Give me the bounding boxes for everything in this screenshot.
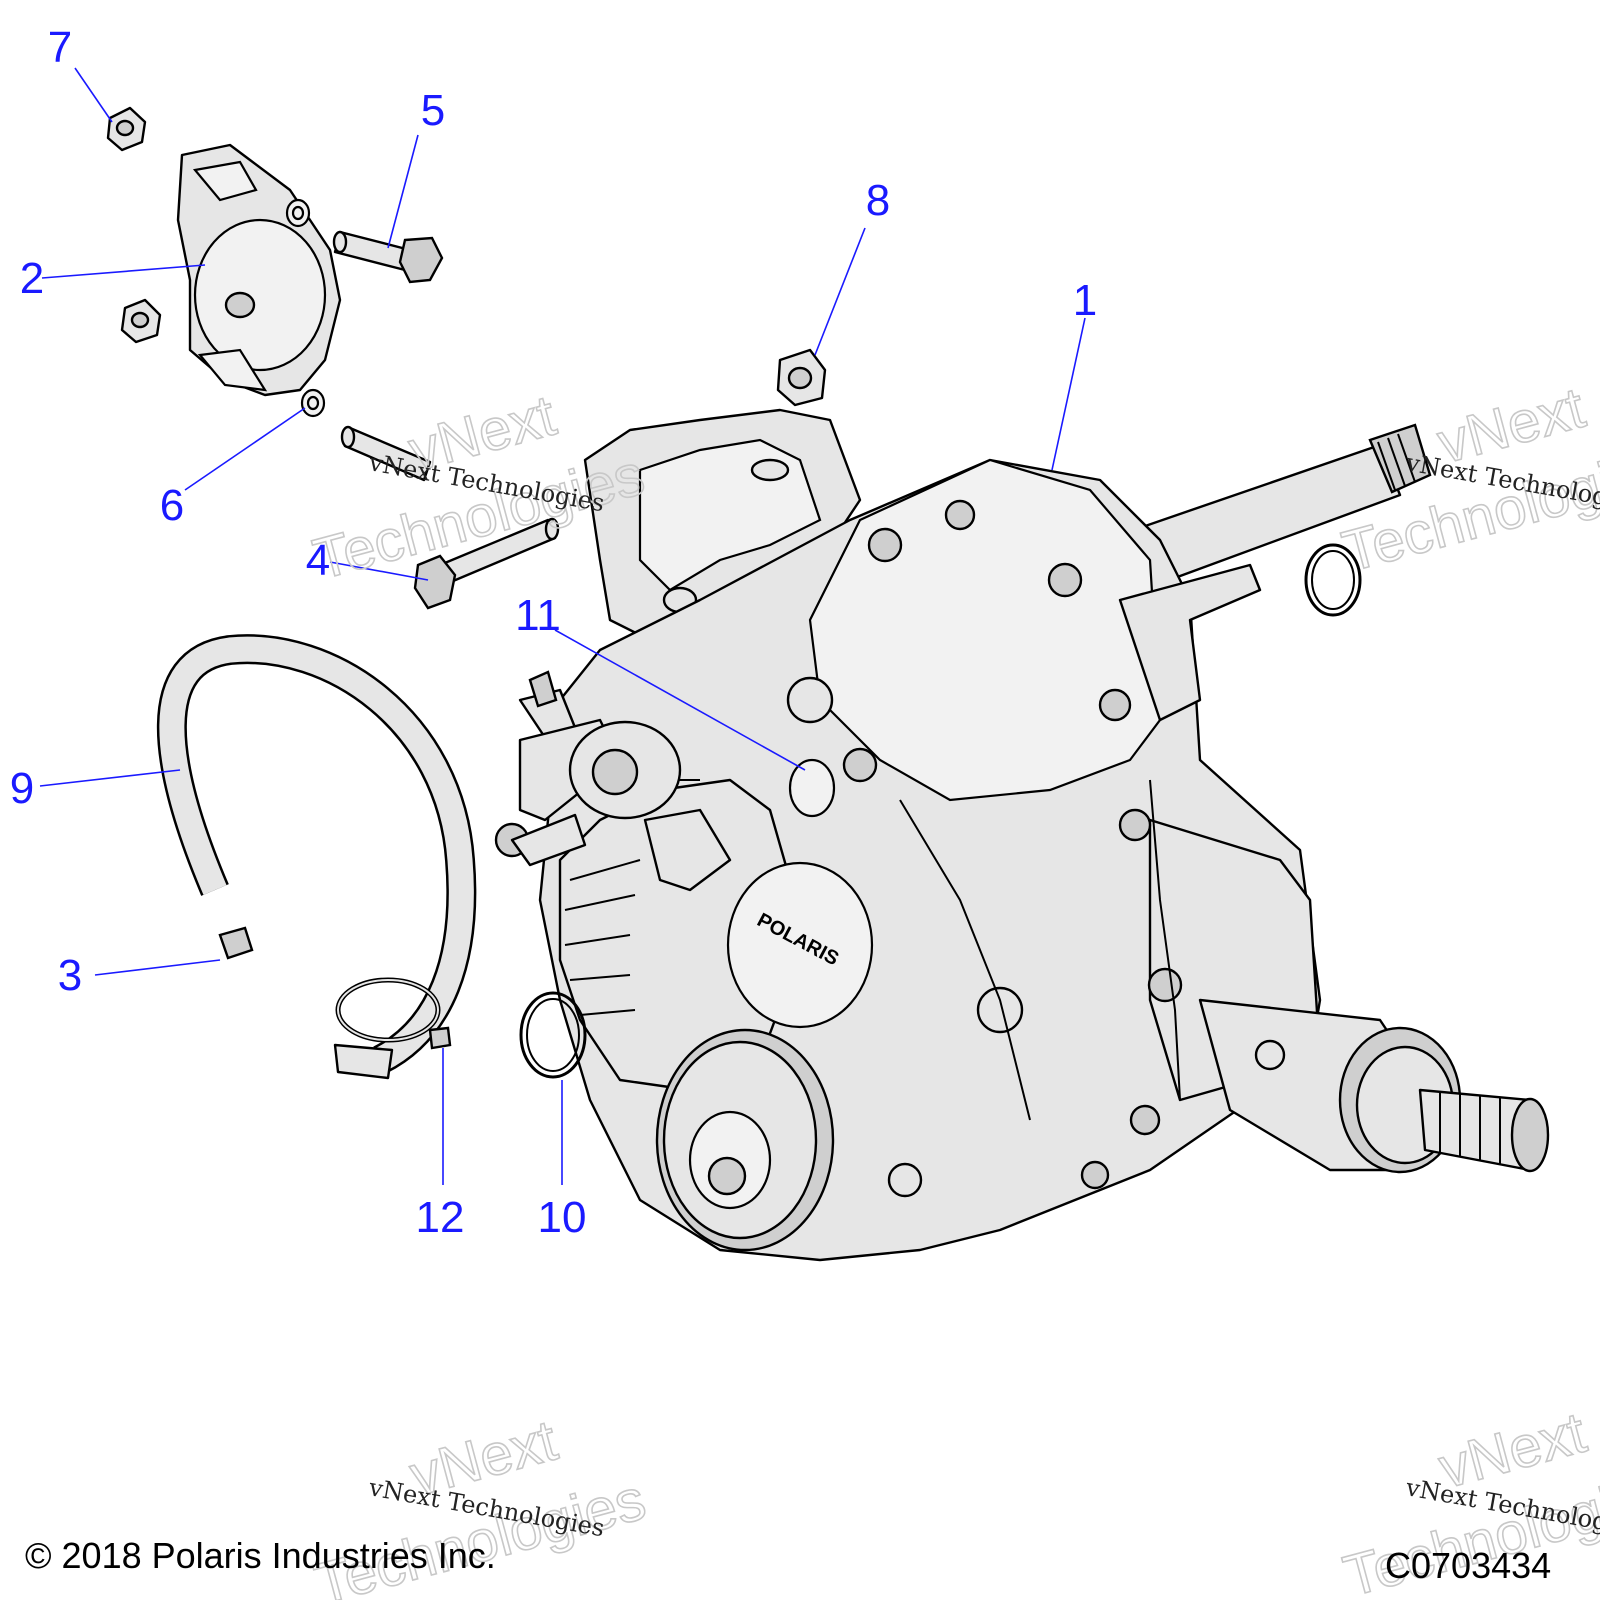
callout-4[interactable]: 4 [306, 536, 330, 585]
hose-clip-3 [218, 926, 254, 960]
callouts: 1 2 3 4 5 6 7 8 9 10 11 12 [10, 23, 1097, 1242]
callout-9[interactable]: 9 [10, 764, 34, 813]
copyright-text: © 2018 Polaris Industries Inc. [25, 1535, 496, 1576]
o-ring-10 [519, 991, 587, 1079]
o-ring-rear [1304, 543, 1362, 617]
callout-6[interactable]: 6 [160, 481, 184, 530]
housing-bolts [786, 499, 1286, 1198]
callout-3[interactable]: 3 [58, 951, 82, 1000]
speed-sensor-cover [176, 143, 342, 397]
callout-8[interactable]: 8 [866, 176, 890, 225]
bolt-4 [340, 425, 560, 610]
callout-2[interactable]: 2 [20, 254, 44, 303]
callout-10[interactable]: 10 [538, 1193, 587, 1242]
callout-12[interactable]: 12 [416, 1193, 465, 1242]
diagram-code: C0703434 [1385, 1545, 1551, 1586]
hose-clamp-12 [335, 977, 452, 1050]
callout-5[interactable]: 5 [421, 86, 445, 135]
leader-lines [39, 67, 1086, 1185]
callout-11[interactable]: 11 [515, 591, 561, 640]
flange-nuts [106, 106, 827, 407]
washers [285, 198, 326, 418]
callout-1[interactable]: 1 [1073, 276, 1097, 325]
bolt-5 [332, 230, 444, 284]
gearcase-housing: POLARIS [494, 408, 1550, 1262]
callout-7[interactable]: 7 [48, 23, 72, 72]
vent-hose [156, 634, 477, 1080]
